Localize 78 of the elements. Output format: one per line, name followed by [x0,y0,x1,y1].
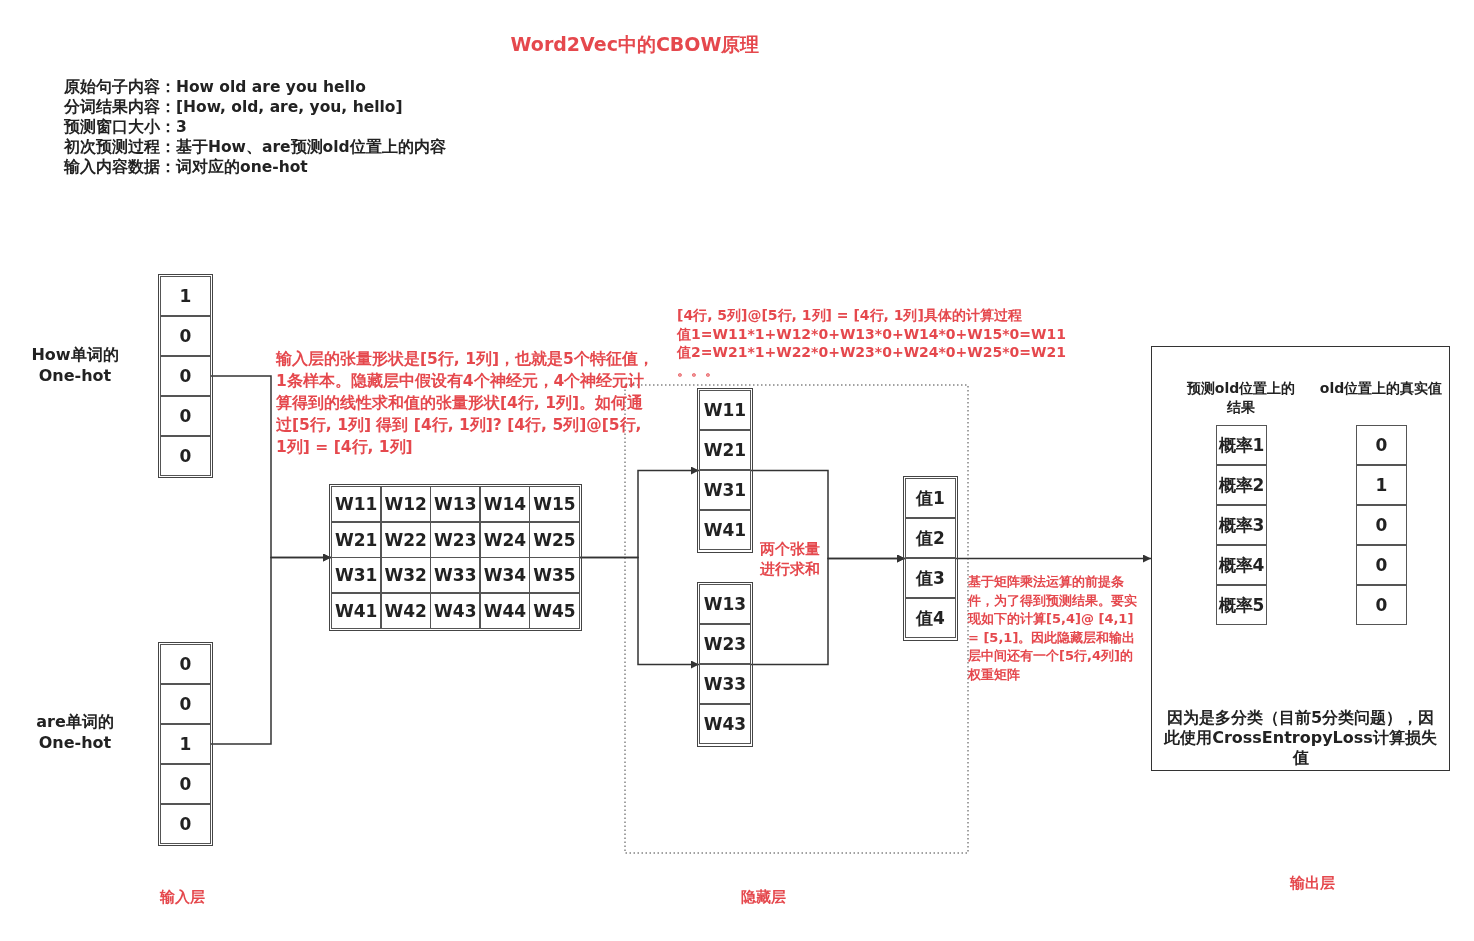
arrow [579,556,700,669]
matrix-cell: W12 [380,486,431,523]
layer-label: 输出层 [1290,874,1335,893]
vector-cell: 0 [160,396,211,436]
layer-label: 输入层 [160,888,205,907]
weight-cell: W43 [699,704,751,744]
matrix-cell: W24 [479,521,530,558]
vector-cell: 0 [160,764,211,804]
arrow [210,553,332,745]
vector-cell: 0 [1356,425,1407,465]
matrix-cell: W34 [479,557,530,594]
matrix-cell: W22 [380,521,431,558]
vector-cell: 0 [160,804,211,844]
vector-cell: 0 [160,356,211,396]
formula-line: 值2=W21*1+W22*0+W23*0+W24*0+W25*0=W21 [677,343,1066,361]
matrix-cell: W21 [331,521,382,558]
matrix-cell: W35 [529,557,580,594]
matrix-cell: W42 [380,592,431,629]
matrix-cell: W41 [331,592,382,629]
diagram-title: Word2Vec中的CBOW原理 [509,32,761,57]
output-panel [1151,346,1450,771]
matrix-cell: W44 [479,592,530,629]
probability-cell: 概率5 [1216,585,1267,625]
matrix-cell: W25 [529,521,580,558]
value-cell: 值1 [905,478,956,518]
info-line: 分词结果内容：[How, old, are, you, hello] [64,97,403,117]
matrix-cell: W43 [430,592,481,629]
loss-note: 因为是多分类（目前5分类问题），因此使用CrossEntropyLoss计算损失值 [1162,708,1438,768]
vector-cell: 0 [160,436,211,476]
matrix-cell: W13 [430,486,481,523]
weight-cell: W11 [699,390,751,430]
vector-cell: 1 [1356,465,1407,505]
matrix-cell: W33 [430,557,481,594]
info-line: 预测窗口大小：3 [64,117,187,137]
matrix-cell: W32 [380,557,431,594]
word-label: are单词的One-hot [35,711,115,753]
value-cell: 值4 [905,598,956,638]
probability-cell: 概率4 [1216,545,1267,585]
probability-cell: 概率2 [1216,465,1267,505]
info-line: 原始句子内容：How old are you hello [64,77,366,97]
value-cell: 值3 [905,558,956,598]
info-line: 输入内容数据：词对应的one-hot [64,157,308,177]
weight-cell: W33 [699,664,751,704]
matrix-cell: W31 [331,557,382,594]
vector-cell: 1 [160,276,211,316]
arrow [955,554,1152,563]
weight-cell: W41 [699,510,751,550]
formula-line: 值1=W11*1+W12*0+W13*0+W14*0+W15*0=W11 [677,325,1066,343]
weight-cell: W23 [699,624,751,664]
layer-label: 隐藏层 [741,888,786,907]
vector-cell: 0 [160,644,211,684]
note-text: 两个张量进行求和 [760,539,821,579]
vector-cell: 0 [1356,585,1407,625]
vector-cell: 0 [160,316,211,356]
vector-cell: 0 [1356,545,1407,585]
probability-cell: 概率1 [1216,425,1267,465]
info-line: 初次预测过程：基于How、are预测old位置上的内容 [64,137,446,157]
weight-cell: W21 [699,430,751,470]
vector-cell: 1 [160,724,211,764]
formula-line: [4行, 5列]@[5行, 1列] = [4行, 1列]具体的计算过程 [677,306,1022,324]
matrix-cell: W11 [331,486,382,523]
matrix-cell: W45 [529,592,580,629]
note-text: 基于矩阵乘法运算的前提条件，为了得到预测结果。要实现如下的计算[5,4]@ [4,1] = [5,1]。因此隐藏层和输出层中间还有一个[5行,4列]的权重矩阵 [968,573,1138,684]
column-heading: 预测old位置上的结果 [1185,379,1297,417]
weight-cell: W31 [699,470,751,510]
arrow [750,554,906,666]
value-cell: 值2 [905,518,956,558]
matrix-cell: W14 [479,486,530,523]
formula-line: 。。。 [677,361,719,379]
probability-cell: 概率3 [1216,505,1267,545]
note-text: 输入层的张量形状是[5行, 1列]，也就是5个特征值，1条样本。隐藏层中假设有4个神经元，4个神经元计算得到的线性求和值的张量形状[4行, 1列]。如何通过[5行, 1列] 得到 [4行, 1列]? [4行, 5列]@[5行, 1列] = [4行, 1列] [276,349,655,458]
matrix-cell: W15 [529,486,580,523]
weight-cell: W13 [699,584,751,624]
word-label: How单词的One-hot [30,344,120,386]
vector-cell: 0 [1356,505,1407,545]
vector-cell: 0 [160,684,211,724]
column-heading: old位置上的真实值 [1319,379,1443,398]
matrix-cell: W23 [430,521,481,558]
